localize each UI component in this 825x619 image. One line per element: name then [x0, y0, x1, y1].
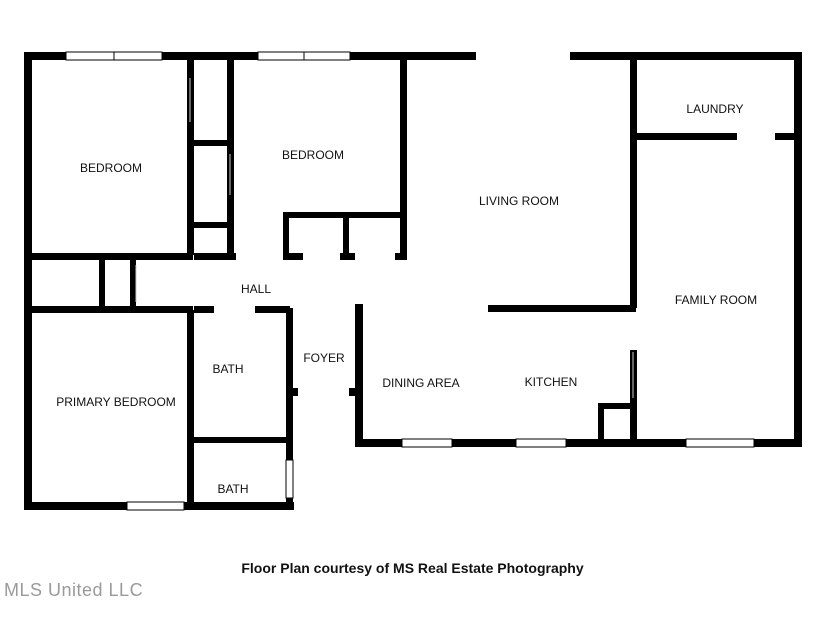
- room-label-family-room: FAMILY ROOM: [675, 293, 757, 307]
- room-label-dining-area: DINING AREA: [382, 376, 459, 390]
- openings: [476, 50, 775, 141]
- door-openings: [135, 78, 634, 398]
- room-labels: BEDROOM BEDROOM LIVING ROOM LAUNDRY HALL…: [56, 102, 757, 496]
- room-label-kitchen: KITCHEN: [525, 375, 578, 389]
- room-label-bedroom-1: BEDROOM: [80, 161, 142, 175]
- windows: [65, 51, 755, 511]
- watermark-text: MLS United LLC: [4, 580, 144, 600]
- room-label-primary-bedroom: PRIMARY BEDROOM: [56, 395, 176, 409]
- room-label-bath-2: BATH: [217, 482, 248, 496]
- room-label-living-room: LIVING ROOM: [479, 194, 559, 208]
- room-label-bedroom-2: BEDROOM: [282, 148, 344, 162]
- room-label-hall: HALL: [241, 282, 271, 296]
- room-label-foyer: FOYER: [303, 351, 345, 365]
- floor-plan-caption: Floor Plan courtesy of MS Real Estate Ph…: [241, 560, 584, 576]
- room-label-bath-1: BATH: [212, 362, 243, 376]
- room-label-laundry: LAUNDRY: [686, 102, 743, 116]
